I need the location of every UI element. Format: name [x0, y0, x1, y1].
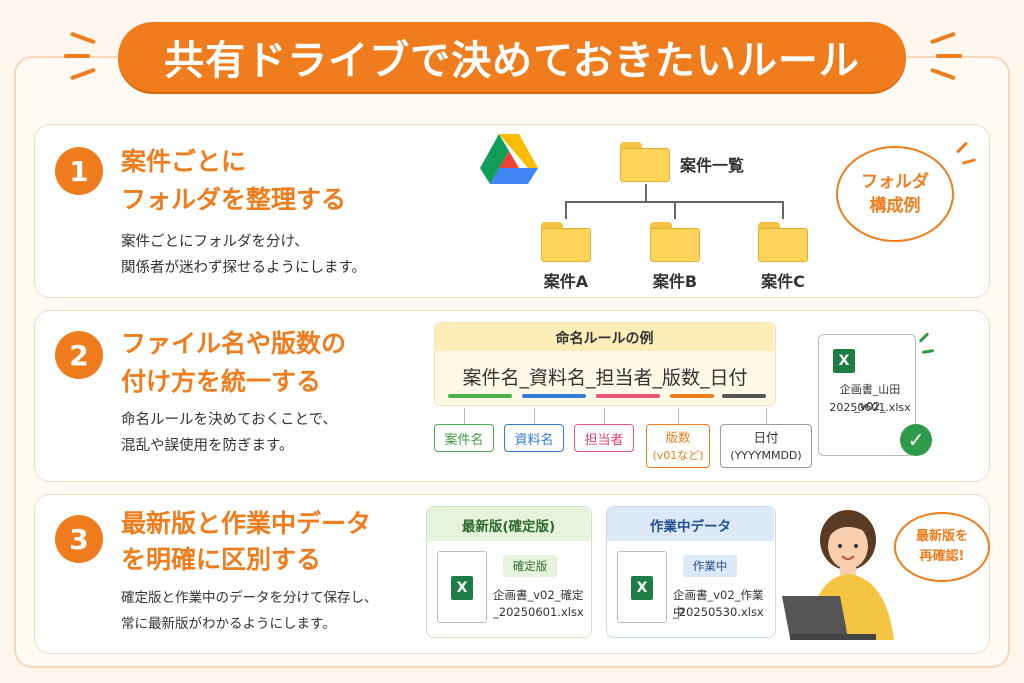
google-drive-icon [480, 134, 538, 184]
example-file-name-line2: 20250601.xlsx [829, 401, 911, 414]
folder-root-label: 案件一覧 [680, 156, 745, 175]
final-badge: 確定版 [503, 555, 557, 577]
naming-part: 案件名 [462, 367, 520, 389]
step-number: 3 [55, 515, 103, 563]
wip-file-document: X [617, 551, 667, 623]
excel-icon: X [451, 576, 473, 600]
person-with-laptop-illustration [782, 510, 894, 640]
reminder-bubble: 最新版を再確認! [894, 512, 990, 582]
naming-part: 担当者 [595, 367, 653, 389]
step-number: 1 [55, 147, 103, 195]
section-heading-line2: 付け方を統一する [121, 367, 322, 396]
section-heading-line1: 最新版と作業中データ [121, 509, 372, 538]
naming-part: 資料名 [528, 367, 586, 389]
bubble-line2: 構成例 [869, 196, 921, 216]
spark-icon [64, 54, 90, 58]
naming-underline [670, 394, 714, 398]
final-file-name-line2: _20250601.xlsx [493, 605, 584, 619]
naming-separator: _ [519, 367, 529, 389]
naming-separator: _ [585, 367, 596, 389]
section-description-line1: 確定版と作業中のデータを分けて保存し、 [121, 590, 378, 606]
section-heading-line1: ファイル名や版数の [121, 329, 347, 358]
folder-example-bubble: フォルダ構成例 [836, 146, 954, 242]
wip-panel: 作業中データ X 作業中 企画書_v02_作業中 _20250530.xlsx [606, 506, 776, 638]
example-file-name-line1: 企画書_山田_v02_ [839, 383, 901, 413]
naming-separator: _ [700, 367, 710, 389]
tag-version: 版数 (v01など) [646, 424, 710, 468]
section-folder-structure: 1 案件ごとに フォルダを整理する 案件ごとにフォルダを分け、 関係者が迷わず探… [34, 124, 990, 298]
final-version-header [427, 507, 590, 541]
tag-document: 資料名 [504, 424, 564, 452]
naming-rule-title: 命名ルールの例 [555, 331, 654, 347]
wip-file-name-line1: 企画書_v02_作業中 [673, 588, 764, 619]
section-heading-line2: フォルダを整理する [121, 185, 347, 214]
step-number: 2 [55, 331, 103, 379]
section-description-line1: 案件ごとにフォルダを分け、 [121, 234, 309, 250]
connector-line [678, 408, 679, 424]
naming-separator: _ [652, 367, 663, 389]
section-description-line2: 混乱や誤使用を防ぎます。 [121, 438, 294, 454]
naming-part: 日付 [709, 367, 748, 389]
section-description-line2: 関係者が迷わず探せるようにします。 [121, 260, 367, 276]
naming-rule-box: 命名ルールの例 案件名_資料名_担当者_版数_日付 [434, 322, 776, 406]
connector-line [604, 408, 605, 424]
section-description-line2: 常に最新版がわかるようにします。 [121, 616, 336, 632]
tree-connector [645, 184, 647, 202]
example-file-document: X 企画書_山田_v02_ 20250601.xlsx [818, 334, 916, 456]
reminder-line2: 再確認! [919, 549, 965, 564]
reminder-line1: 最新版を [915, 529, 968, 544]
final-version-title: 最新版(確定版) [461, 519, 556, 535]
final-version-panel: 最新版(確定版) X 確定版 企画書_v02_確定 _20250601.xlsx [426, 506, 592, 638]
folder-icon [620, 142, 670, 182]
tag-version-label: 版数 [665, 430, 691, 445]
naming-rule-header [435, 323, 774, 351]
naming-underline [596, 394, 660, 398]
wip-badge: 作業中 [683, 555, 737, 577]
spark-icon [936, 54, 962, 58]
tree-connector [565, 201, 567, 219]
tree-connector [782, 201, 784, 219]
tag-date-sub: (YYYYMMDD) [730, 449, 802, 462]
folder-child-label: 案件A [543, 272, 589, 291]
page-title: 共有ドライブで決めておきたいルール [118, 22, 906, 92]
section-heading-line2: を明確に区別する [121, 545, 322, 574]
folder-child-label: 案件B [652, 272, 698, 291]
spark-icon [70, 31, 96, 45]
folder-child-label: 案件C [761, 272, 805, 291]
spark-icon [930, 31, 956, 45]
wip-header [607, 507, 774, 541]
wip-title: 作業中データ [650, 519, 731, 535]
folder-icon [541, 222, 591, 262]
naming-pattern: 案件名_資料名_担当者_版数_日付 [445, 363, 765, 390]
tree-connector [674, 201, 676, 219]
final-file-name-line1: 企画書_v02_確定 [493, 588, 584, 602]
excel-icon: X [631, 576, 653, 600]
final-file-document: X [437, 551, 487, 623]
connector-line [766, 408, 767, 424]
tag-project: 案件名 [434, 424, 494, 452]
connector-line [464, 408, 465, 424]
naming-underline [448, 394, 512, 398]
bubble-line1: フォルダ [861, 172, 929, 192]
naming-underline [722, 394, 766, 398]
check-icon: ✓ [900, 424, 932, 456]
excel-icon: X [833, 349, 855, 373]
wip-file-name-line2: _20250530.xlsx [673, 605, 764, 619]
naming-part: 版数 [662, 367, 701, 389]
section-description-line1: 命名ルールを決めておくことで、 [121, 412, 338, 428]
naming-underline [522, 394, 586, 398]
section-heading-line1: 案件ごとに [121, 147, 247, 176]
folder-icon [758, 222, 808, 262]
connector-line [534, 408, 535, 424]
folder-icon [650, 222, 700, 262]
tag-version-sub: (v01など) [652, 449, 704, 462]
tag-date-label: 日付 [753, 430, 779, 445]
tag-owner: 担当者 [574, 424, 634, 452]
tag-date: 日付 (YYYYMMDD) [720, 424, 812, 468]
